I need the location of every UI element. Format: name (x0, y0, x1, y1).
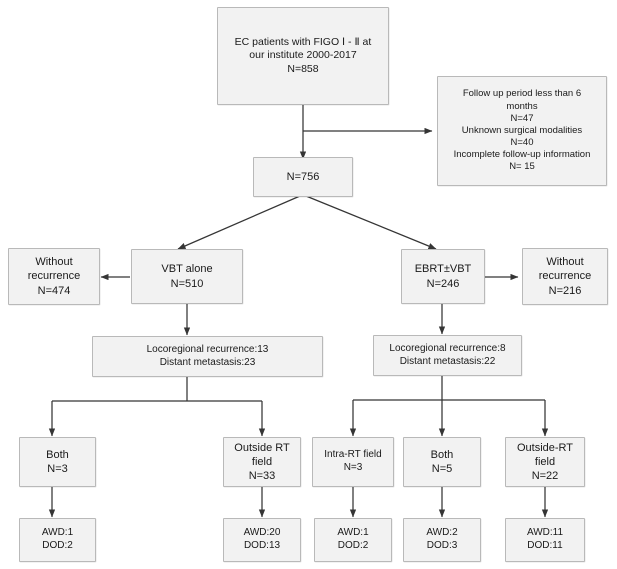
node-vbt-outside-line1: Outside RT (234, 441, 290, 454)
node-vbt-recurrence: Locoregional recurrence:13 Distant metas… (92, 336, 323, 377)
node-ebrt-no-recurrence: Without recurrence N=216 (522, 248, 608, 305)
node-exclusions-line2: months (506, 100, 538, 112)
node-vbt-both: Both N=3 (19, 437, 96, 487)
node-vbt-both-outcome: AWD:1 DOD:2 (19, 518, 96, 562)
node-ebrt-intra-line2: N=3 (343, 462, 363, 473)
node-vbt-outside-outcome-line2: DOD:13 (243, 540, 281, 551)
node-ebrt-outside-line2: field (534, 455, 556, 468)
node-included: N=756 (253, 157, 353, 197)
node-vbt-no-recurrence: Without recurrence N=474 (8, 248, 100, 305)
node-exclusions-line3: N=47 (510, 112, 534, 124)
node-ebrt-outside-outcome-line1: AWD:11 (526, 527, 564, 539)
node-ebrt-vbt: EBRT±VBT N=246 (401, 249, 485, 304)
node-vbt-outside-outcome-line1: AWD:20 (243, 527, 281, 539)
node-ebrt-both: Both N=5 (403, 437, 481, 487)
node-cohort: EC patients with FIGO Ⅰ - Ⅱ at our insti… (217, 7, 389, 105)
node-ebrt-both-outcome: AWD:2 DOD:3 (403, 518, 481, 562)
node-ebrt-no-recurrence-line3: N=216 (548, 284, 582, 297)
node-exclusions-line5: N=40 (510, 137, 534, 149)
node-vbt-outside-outcome: AWD:20 DOD:13 (223, 518, 301, 562)
node-exclusions-line7: N= 15 (509, 161, 535, 173)
node-vbt-alone: VBT alone N=510 (131, 249, 243, 304)
node-vbt-outside: Outside RT field N=33 (223, 437, 301, 487)
node-vbt-outside-line2: field (251, 455, 273, 468)
node-cohort-line1: EC patients with FIGO Ⅰ - Ⅱ at (234, 35, 372, 48)
node-vbt-both-line2: N=3 (47, 463, 68, 475)
node-ebrt-intra-outcome-line2: DOD:2 (337, 540, 369, 551)
node-ebrt-intra-outcome-line1: AWD:1 (337, 527, 369, 539)
node-ebrt-both-outcome-line1: AWD:2 (426, 527, 458, 539)
node-ebrt-vbt-line1: EBRT±VBT (414, 263, 472, 276)
node-vbt-no-recurrence-line2: recurrence (27, 270, 81, 283)
edge-included-to-vbt (177, 195, 301, 250)
node-ebrt-outside: Outside-RT field N=22 (505, 437, 585, 487)
node-ebrt-outside-line1: Outside-RT (516, 441, 574, 454)
node-ebrt-intra: Intra-RT field N=3 (312, 437, 394, 487)
node-ebrt-both-line1: Both (430, 448, 454, 461)
node-vbt-recurrence-line1: Locoregional recurrence:13 (146, 343, 269, 355)
node-ebrt-intra-line1: Intra-RT field (324, 449, 382, 461)
node-vbt-both-outcome-line2: DOD:2 (42, 540, 73, 551)
node-exclusions-line4: Unknown surgical modalities (461, 124, 583, 136)
node-exclusions-line1: Follow up period less than 6 (462, 88, 582, 100)
node-ebrt-no-recurrence-line2: recurrence (538, 270, 592, 283)
node-vbt-outside-line3: N=33 (248, 470, 276, 483)
node-vbt-both-line1: Both (46, 448, 69, 461)
node-ebrt-both-line2: N=5 (431, 463, 453, 475)
node-vbt-recurrence-line2: Distant metastasis:23 (159, 356, 256, 368)
node-vbt-both-outcome-line1: AWD:1 (41, 527, 74, 539)
node-ebrt-recurrence-line1: Locoregional recurrence:8 (389, 342, 506, 354)
node-ebrt-recurrence-line2: Distant metastasis:22 (399, 355, 496, 367)
node-vbt-alone-line1: VBT alone (161, 263, 213, 276)
node-ebrt-intra-outcome: AWD:1 DOD:2 (314, 518, 392, 562)
edge-included-to-ebrt (305, 195, 437, 250)
node-ebrt-outside-outcome-line2: DOD:11 (527, 540, 563, 551)
node-ebrt-outside-line3: N=22 (531, 470, 559, 483)
node-ebrt-both-outcome-line2: DOD:3 (426, 540, 458, 551)
node-vbt-alone-line2: N=510 (170, 277, 204, 290)
node-ebrt-no-recurrence-line1: Without (546, 256, 584, 269)
node-exclusions: Follow up period less than 6 months N=47… (437, 76, 607, 186)
node-ebrt-outside-outcome: AWD:11 DOD:11 (505, 518, 585, 562)
node-cohort-line2: our institute 2000-2017 (249, 49, 357, 62)
node-vbt-no-recurrence-line3: N=474 (37, 284, 71, 297)
node-included-line1: N=756 (286, 170, 320, 183)
node-cohort-line3: N=858 (287, 62, 319, 75)
node-exclusions-line6: Incomplete follow-up information (453, 149, 591, 161)
node-vbt-no-recurrence-line1: Without (35, 256, 73, 269)
node-ebrt-recurrence: Locoregional recurrence:8 Distant metast… (373, 335, 522, 376)
node-ebrt-vbt-line2: N=246 (426, 277, 460, 290)
